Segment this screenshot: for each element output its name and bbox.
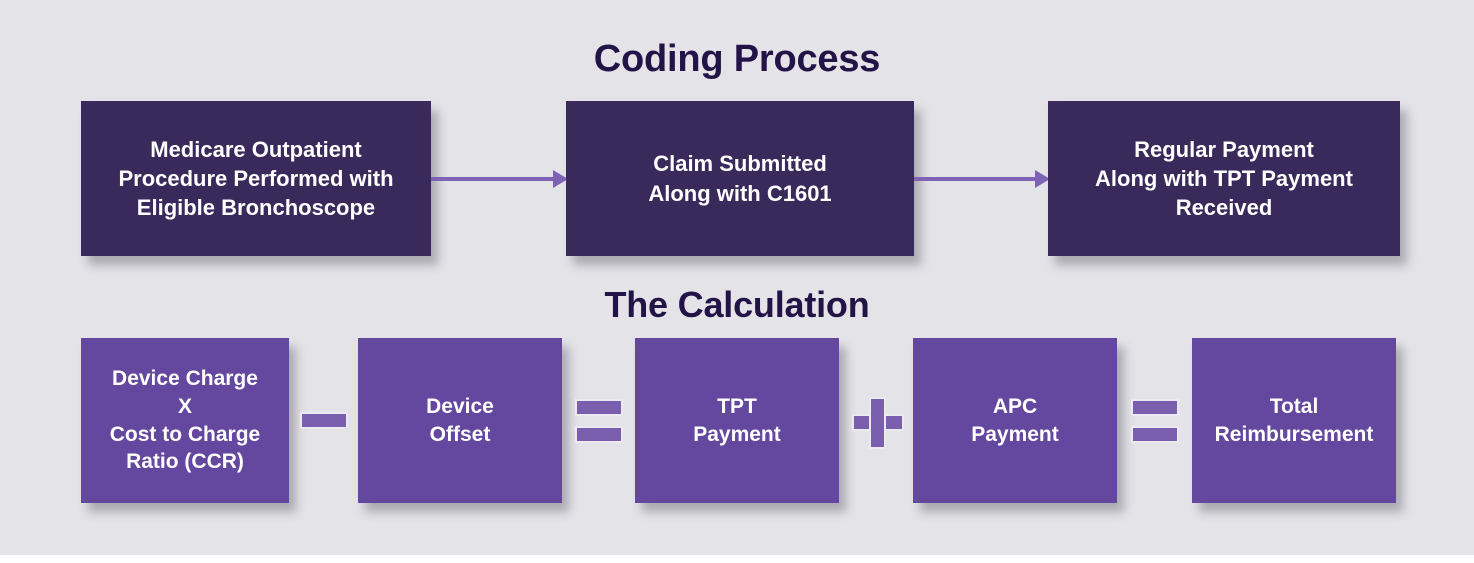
- arrow-right-icon-2: [914, 170, 1050, 188]
- box-line: Ratio (CCR): [126, 450, 244, 474]
- box-line: X: [177, 394, 192, 418]
- box-tpt-payment: TPT Payment: [635, 338, 839, 503]
- equals-bar-top: [574, 398, 623, 416]
- box-line: Total: [1269, 394, 1319, 418]
- arrow-head: [1035, 170, 1050, 188]
- box-line: Eligible Bronchoscope: [136, 195, 376, 221]
- equals-operator-icon-1: =: [562, 338, 635, 503]
- box-line: Cost to Charge: [109, 422, 261, 446]
- equals-operator-icon-2: =: [1117, 338, 1192, 503]
- box-line: TPT: [717, 394, 757, 418]
- box-line: Claim Submitted: [653, 151, 827, 177]
- box-line: Payment: [971, 422, 1059, 446]
- box-line: Regular Payment: [1134, 136, 1314, 162]
- box-line: Along with C1601: [648, 180, 832, 206]
- equals-bar-top: [1130, 398, 1179, 416]
- box-line: APC: [992, 394, 1038, 418]
- box-line: Payment: [693, 422, 781, 446]
- box-line: Along with TPT Payment: [1095, 165, 1353, 191]
- minus-operator-icon: −: [289, 338, 358, 503]
- box-line: Device: [426, 394, 494, 418]
- section-title-the-calculation: The Calculation: [604, 284, 870, 325]
- plus-operator-icon: +: [839, 338, 913, 503]
- arrow-head: [553, 170, 568, 188]
- arrow-shaft: [914, 177, 1035, 181]
- arrow-shaft: [431, 177, 553, 181]
- box-line: Procedure Performed with: [118, 165, 394, 191]
- arrow-right-icon-1: [431, 170, 568, 188]
- box-device-offset: Device Offset: [358, 338, 562, 503]
- plus-cross: [852, 396, 904, 449]
- equals-bars: [1130, 398, 1179, 443]
- equals-bar-bottom: [574, 425, 623, 443]
- box-line: Medicare Outpatient: [150, 136, 362, 162]
- minus-bar: [299, 412, 348, 429]
- box-line: Offset: [429, 422, 491, 446]
- section-title-coding-process: Coding Process: [593, 38, 881, 80]
- box-regular-payment-received: Regular Payment Along with TPT Payment R…: [1048, 101, 1400, 256]
- bottom-edge-strip: [0, 555, 1474, 563]
- box-claim-submitted: Claim Submitted Along with C1601: [566, 101, 914, 256]
- box-medicare-outpatient-procedure: Medicare Outpatient Procedure Performed …: [81, 101, 431, 256]
- box-line: Device Charge: [112, 367, 258, 391]
- box-apc-payment: APC Payment: [913, 338, 1117, 503]
- equals-bars: [574, 398, 623, 443]
- box-line: Reimbursement: [1214, 422, 1374, 446]
- box-device-charge-ccr: Device Charge X Cost to Charge Ratio (CC…: [81, 338, 289, 503]
- box-total-reimbursement: Total Reimbursement: [1192, 338, 1396, 503]
- equals-bar-bottom: [1130, 425, 1179, 443]
- box-line: Received: [1175, 195, 1273, 221]
